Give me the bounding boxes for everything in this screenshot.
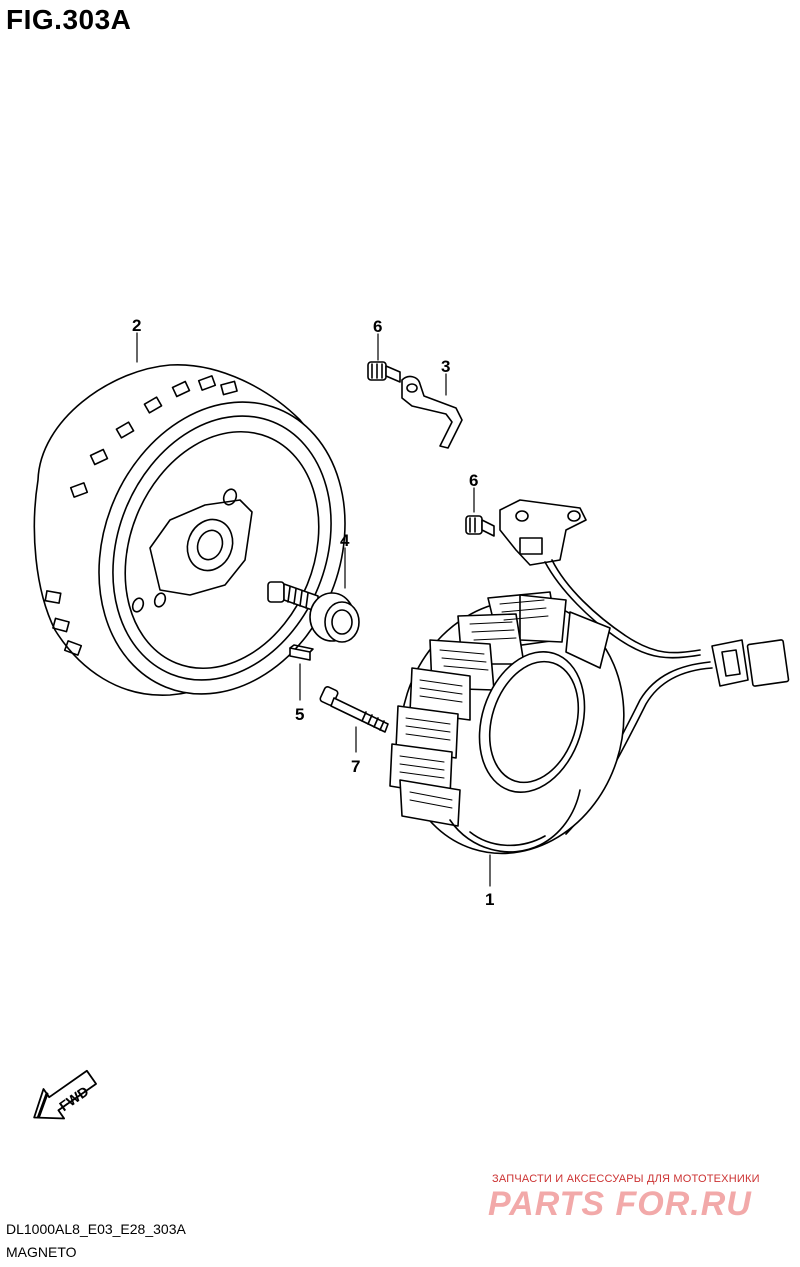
- callout-6-lower: 6: [469, 471, 478, 490]
- lead-wire-bracket: [401, 375, 463, 449]
- diagram-code: DL1000AL8_E03_E28_303A: [6, 1221, 186, 1237]
- callout-7: 7: [351, 757, 360, 776]
- watermark-logo: PARTS FOR.RU: [488, 1185, 752, 1223]
- stator-bolt: [319, 685, 389, 733]
- stator-assembly: [389, 591, 625, 855]
- woodruff-key: [289, 644, 314, 661]
- screw-lower: [465, 515, 495, 537]
- callout-5: 5: [295, 705, 304, 724]
- callout-2: 2: [132, 316, 141, 335]
- fwd-direction-arrow: [33, 1069, 97, 1120]
- leader-lines: [136, 332, 491, 887]
- callout-4: 4: [340, 531, 350, 550]
- callout-3: 3: [441, 357, 450, 376]
- rotor-bolt: [267, 581, 360, 643]
- screw-upper: [367, 361, 401, 383]
- callout-1: 1: [485, 890, 494, 909]
- watermark-caption: ЗАПЧАСТИ И АКСЕССУАРЫ ДЛЯ МОТОТЕХНИКИ: [492, 1173, 760, 1185]
- pickup-sensor: [499, 499, 587, 566]
- rotor-flywheel: [33, 364, 346, 696]
- callout-6-upper: 6: [373, 317, 382, 336]
- diagram-name: MAGNETO: [6, 1244, 77, 1260]
- figure-title: FIG.303A: [6, 4, 132, 35]
